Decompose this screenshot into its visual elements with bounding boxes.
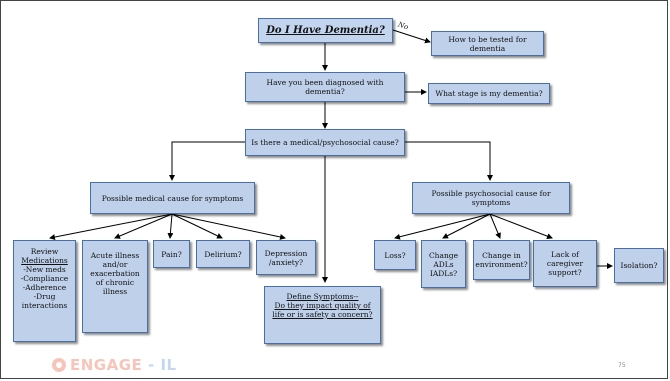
isolation-text: Isolation? — [620, 261, 658, 270]
logo-badge-icon — [52, 358, 66, 372]
change-environment-text: Change in environment? — [475, 251, 528, 269]
arrow-medical-to-acute — [114, 213, 173, 239]
isolation-box: Isolation? — [614, 248, 664, 283]
loss-box: Loss? — [374, 240, 416, 270]
psychosocial-cause-box: Possible psychosocial cause for symptoms — [412, 182, 570, 214]
arrow-medical-to-depression — [171, 213, 286, 240]
diagnosed-box: Have you been diagnosed with dementia? — [245, 72, 405, 102]
review-label: Review — [30, 247, 59, 256]
pain-text: Pain? — [161, 249, 182, 259]
loss-text: Loss? — [384, 250, 406, 260]
cause-text: Is there a medical/psychosocial cause? — [251, 138, 399, 147]
arrow-psycho-to-adls — [442, 213, 491, 239]
stage-box: What stage is my dementia? — [428, 83, 550, 104]
arrow-cause-to-medical — [169, 141, 245, 181]
delirium-text: Delirium? — [204, 249, 242, 259]
title-box: Do I Have Dementia? — [258, 18, 393, 43]
engage-il-logo: ENGAGE - IL — [52, 356, 177, 374]
logo-text: ENGAGE - IL — [70, 356, 177, 374]
depression-text: Depression /anxiety? — [264, 248, 308, 267]
medications-label: Medications — [21, 256, 68, 265]
define-symptoms-heading: Define Symptoms-- — [286, 292, 359, 301]
define-symptoms-question: Do they impact quality of life or is saf… — [272, 301, 373, 319]
review-details: -New meds -Compliance -Adherence -Drug i… — [20, 265, 69, 310]
how-to-be-tested-text: How to be tested for dementia — [448, 34, 527, 53]
arrow-medical-to-delirium — [171, 213, 223, 239]
diagnosed-text: Have you been diagnosed with dementia? — [266, 78, 384, 96]
arrow-medical-to-review — [49, 213, 173, 240]
lack-caregiver-box: Lack of caregiver support? — [533, 240, 597, 287]
medical-cause-box: Possible medical cause for symptoms — [90, 182, 255, 214]
acute-illness-text: Acute illness and/or exacerbation of chr… — [90, 251, 140, 296]
how-to-be-tested-box: How to be tested for dementia — [431, 31, 544, 56]
page-number: 75 — [618, 362, 626, 369]
lack-caregiver-text: Lack of caregiver support? — [546, 250, 584, 277]
psychosocial-cause-text: Possible psychosocial cause for symptoms — [431, 189, 551, 207]
arrow-medical-to-pain — [167, 213, 174, 239]
acute-illness-box: Acute illness and/or exacerbation of chr… — [82, 240, 148, 333]
arrow-psycho-to-loss — [394, 213, 491, 240]
medical-cause-text: Possible medical cause for symptoms — [101, 193, 244, 203]
arrow-title-to-testing — [392, 29, 431, 44]
arrow-psycho-to-env — [489, 213, 501, 239]
change-adls-text: Change ADLs IADLs? — [428, 250, 459, 278]
pain-box: Pain? — [153, 240, 190, 268]
delirium-box: Delirium? — [196, 240, 250, 268]
arrow-psycho-to-caregiver — [489, 213, 553, 239]
cause-box: Is there a medical/psychosocial cause? — [245, 129, 405, 156]
depression-box: Depression /anxiety? — [256, 240, 316, 275]
change-environment-box: Change in environment? — [473, 240, 530, 280]
arrow-cause-to-psychosocial — [405, 141, 493, 181]
define-symptoms-box: Define Symptoms-- Do they impact quality… — [264, 286, 381, 344]
stage-text: What stage is my dementia? — [435, 89, 543, 98]
review-medications-box: Review Medications -New meds -Compliance… — [13, 240, 76, 342]
title-text: Do I Have Dementia? — [266, 25, 385, 36]
change-adls-box: Change ADLs IADLs? — [421, 240, 466, 288]
